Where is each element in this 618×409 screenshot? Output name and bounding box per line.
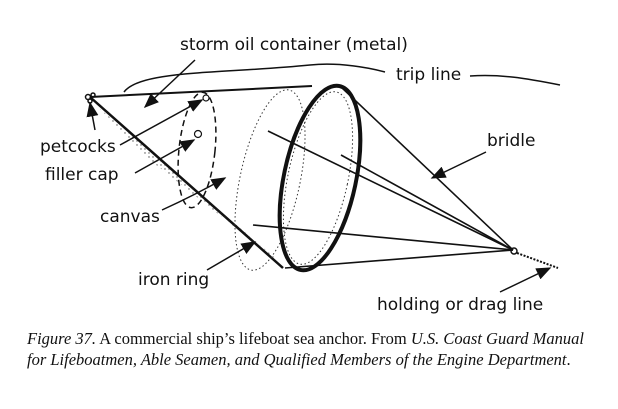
filler-cap-glyph (193, 129, 203, 139)
canvas-cone (89, 85, 313, 269)
label-holding-line: holding or drag line (377, 295, 543, 315)
bridle-shackle (510, 247, 518, 255)
label-storm-oil-container: storm oil container (metal) (180, 35, 408, 55)
trip-line (123, 63, 386, 93)
label-bridle: bridle (487, 131, 535, 151)
petcock-glyph (202, 94, 210, 102)
caption-end: . (566, 350, 571, 369)
label-iron-ring: iron ring (138, 270, 209, 290)
trip-line-tail (469, 74, 561, 86)
label-filler-cap: filler cap (45, 165, 119, 185)
caption-text: A commercial ship’s lifeboat sea anchor.… (96, 329, 411, 348)
iron-ring (234, 83, 363, 273)
bridle-lines (252, 85, 514, 269)
holding-line (516, 252, 559, 269)
figure-number: Figure 37. (27, 329, 97, 348)
label-canvas: canvas (100, 207, 160, 227)
sea-anchor-diagram: storm oil container (metal) trip line br… (40, 35, 561, 315)
figure-caption: Figure 37. A commercial ship’s lifeboat … (27, 328, 607, 370)
leader-arrows (86, 59, 552, 293)
label-petcocks: petcocks (40, 137, 116, 157)
storm-oil-container (177, 91, 217, 209)
caption-source-2: for Lifeboatmen, Able Seamen, and Qualif… (27, 350, 567, 369)
caption-source-1: U.S. Coast Guard Manual (410, 329, 584, 348)
label-trip-line: trip line (396, 65, 461, 85)
